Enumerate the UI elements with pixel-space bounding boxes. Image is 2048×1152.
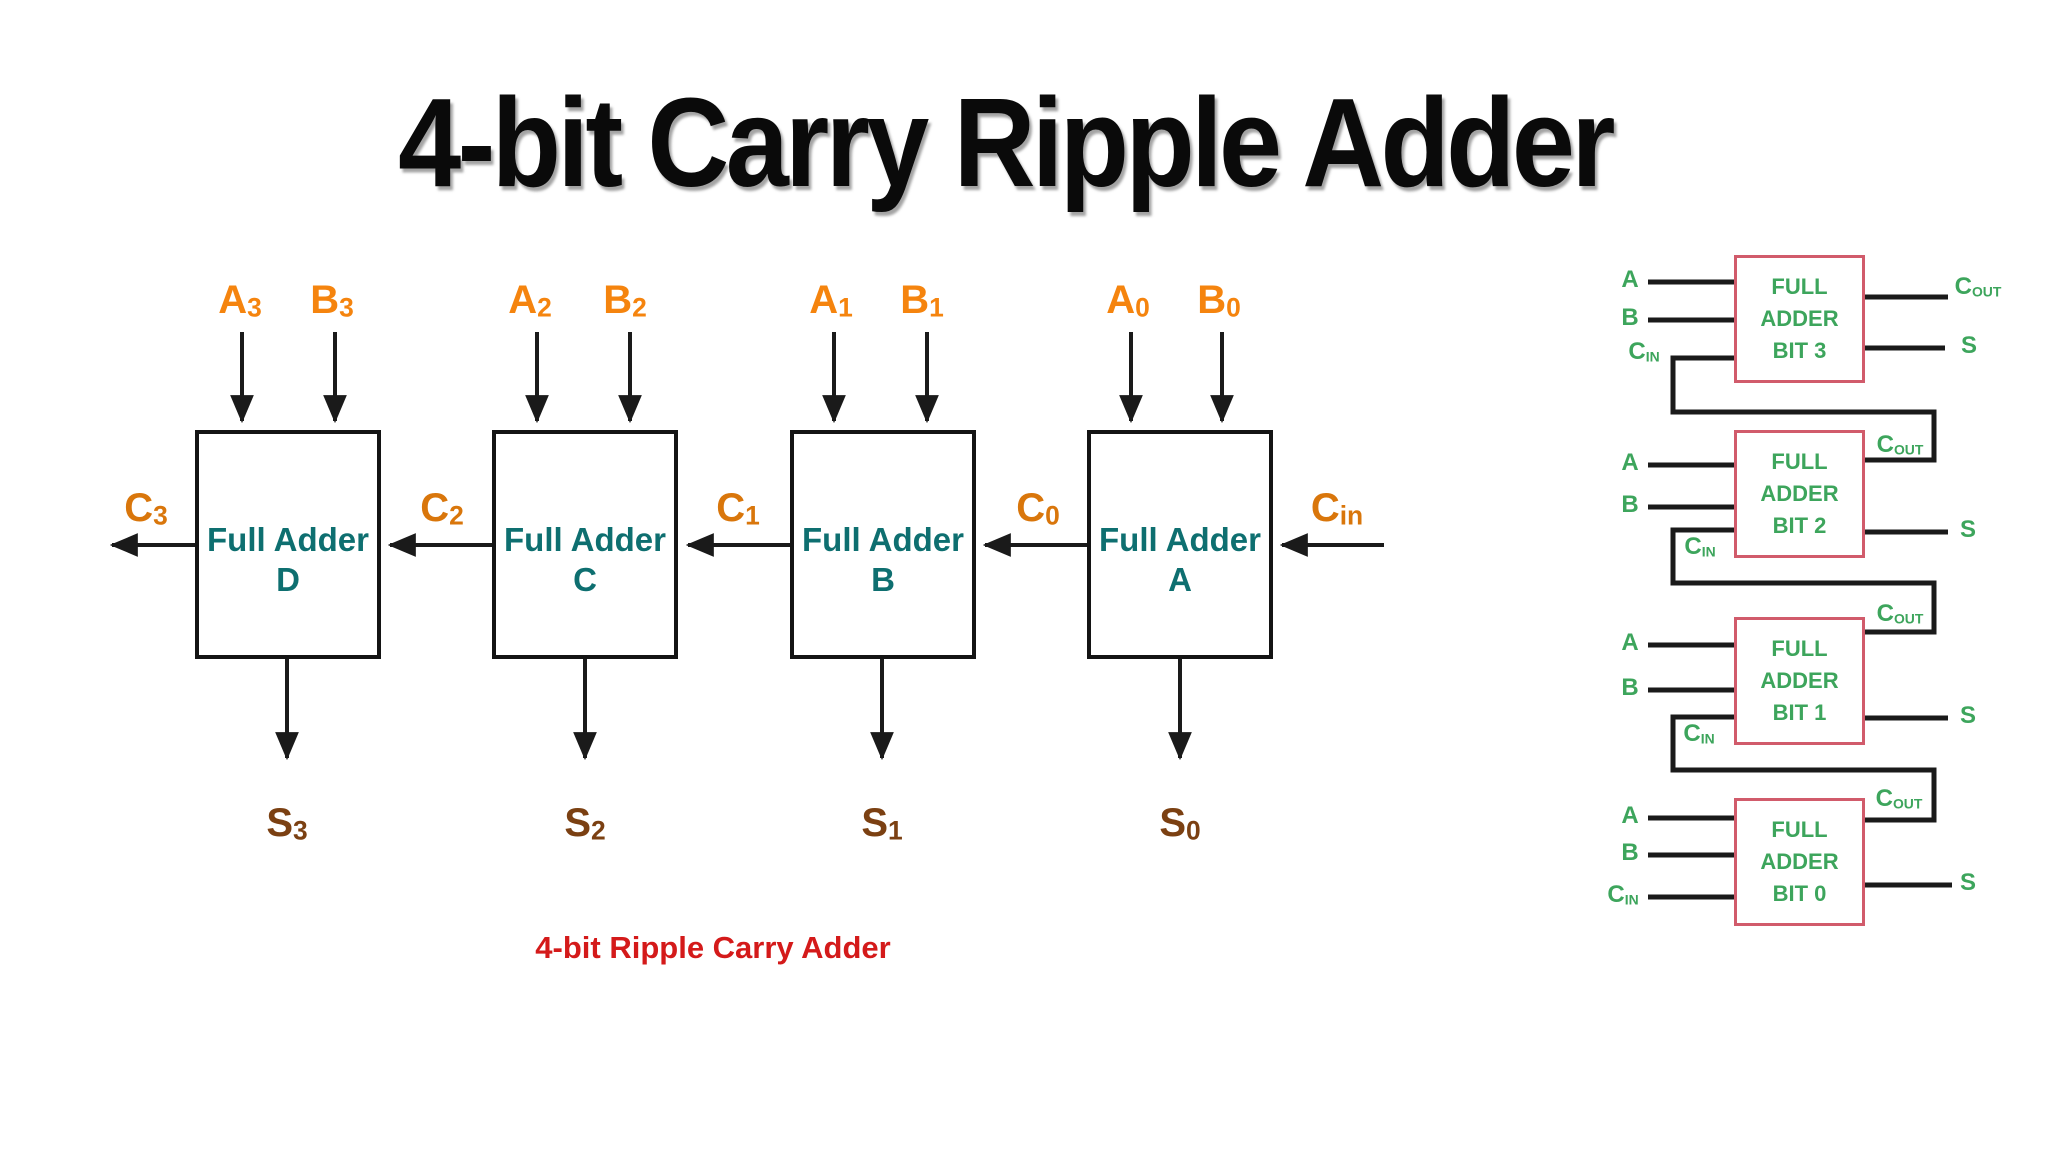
bit3-cout-label: COUT (1954, 273, 2002, 300)
input-label-b3: B3 (310, 278, 354, 323)
sum-label-s1: S1 (861, 801, 903, 846)
bit1-cout-label: COUT (1876, 600, 1924, 627)
block-full-adder-bit-0: FULL ADDER BIT 0 (1734, 798, 1865, 926)
carry-label-c1: C1 (716, 486, 760, 531)
diagram-caption: 4-bit Ripple Carry Adder (535, 930, 891, 965)
bit0-a-label: A (1621, 802, 1639, 829)
bit3-a-label: A (1621, 266, 1639, 293)
input-label-b1: B1 (900, 278, 944, 323)
full-adder-letter: A (1168, 560, 1192, 598)
bit1-cin-label: CIN (1683, 720, 1715, 747)
carry-label-c2: C2 (420, 486, 464, 531)
sum-label-s3: S3 (266, 801, 308, 846)
bit0-cin-label: CIN (1607, 881, 1639, 908)
bit0-s-label: S (1959, 869, 1977, 896)
full-adder-letter: B (871, 560, 895, 598)
carry-chain-bit0-to-bit1 (1670, 714, 1937, 823)
bit0-b-label: B (1621, 839, 1639, 866)
input-label-a3: A3 (218, 278, 262, 323)
carry-label-c3: C3 (124, 486, 168, 531)
carry-label-c0: C0 (1016, 486, 1060, 531)
bit1-a-label: A (1621, 629, 1639, 656)
full-adder-letter: C (573, 560, 597, 598)
input-label-b0: B0 (1197, 278, 1241, 323)
bit2-s-label: S (1959, 516, 1977, 543)
input-label-a0: A0 (1106, 278, 1150, 323)
full-adder-box-c: Full Adder C (492, 430, 678, 659)
bit3-b-label: B (1621, 304, 1639, 331)
block-full-adder-bit-3: FULL ADDER BIT 3 (1734, 255, 1865, 383)
full-adder-name: Full Adder (1099, 520, 1261, 558)
input-label-a2: A2 (508, 278, 552, 323)
full-adder-box-d: Full Adder D (195, 430, 381, 659)
bit2-a-label: A (1621, 449, 1639, 476)
full-adder-name: Full Adder (802, 520, 964, 558)
carry-chain-bit2-to-bit3 (1670, 355, 1937, 463)
sum-label-s0: S0 (1159, 801, 1201, 846)
full-adder-box-b: Full Adder B (790, 430, 976, 659)
full-adder-name: Full Adder (207, 520, 369, 558)
carry-chain-bit1-to-bit2 (1670, 527, 1937, 635)
bit2-cin-label: CIN (1684, 533, 1716, 560)
input-label-b2: B2 (603, 278, 647, 323)
full-adder-box-a: Full Adder A (1087, 430, 1273, 659)
full-adder-letter: D (276, 560, 300, 598)
sum-label-s2: S2 (564, 801, 606, 846)
input-label-a1: A1 (809, 278, 853, 323)
bit2-cout-label: COUT (1876, 431, 1924, 458)
full-adder-name: Full Adder (504, 520, 666, 558)
bit1-b-label: B (1621, 674, 1639, 701)
page-title: 4-bit Carry Ripple Adder (398, 72, 1615, 213)
bit1-s-label: S (1959, 702, 1977, 729)
carry-label-cin: Cin (1310, 486, 1364, 531)
block-full-adder-bit-2: FULL ADDER BIT 2 (1734, 430, 1865, 558)
bit3-s-label: S (1960, 332, 1978, 359)
bit0-cout-label: COUT (1875, 785, 1923, 812)
bit3-cin-label: CIN (1628, 338, 1660, 365)
block-full-adder-bit-1: FULL ADDER BIT 1 (1734, 617, 1865, 745)
bit2-b-label: B (1621, 491, 1639, 518)
